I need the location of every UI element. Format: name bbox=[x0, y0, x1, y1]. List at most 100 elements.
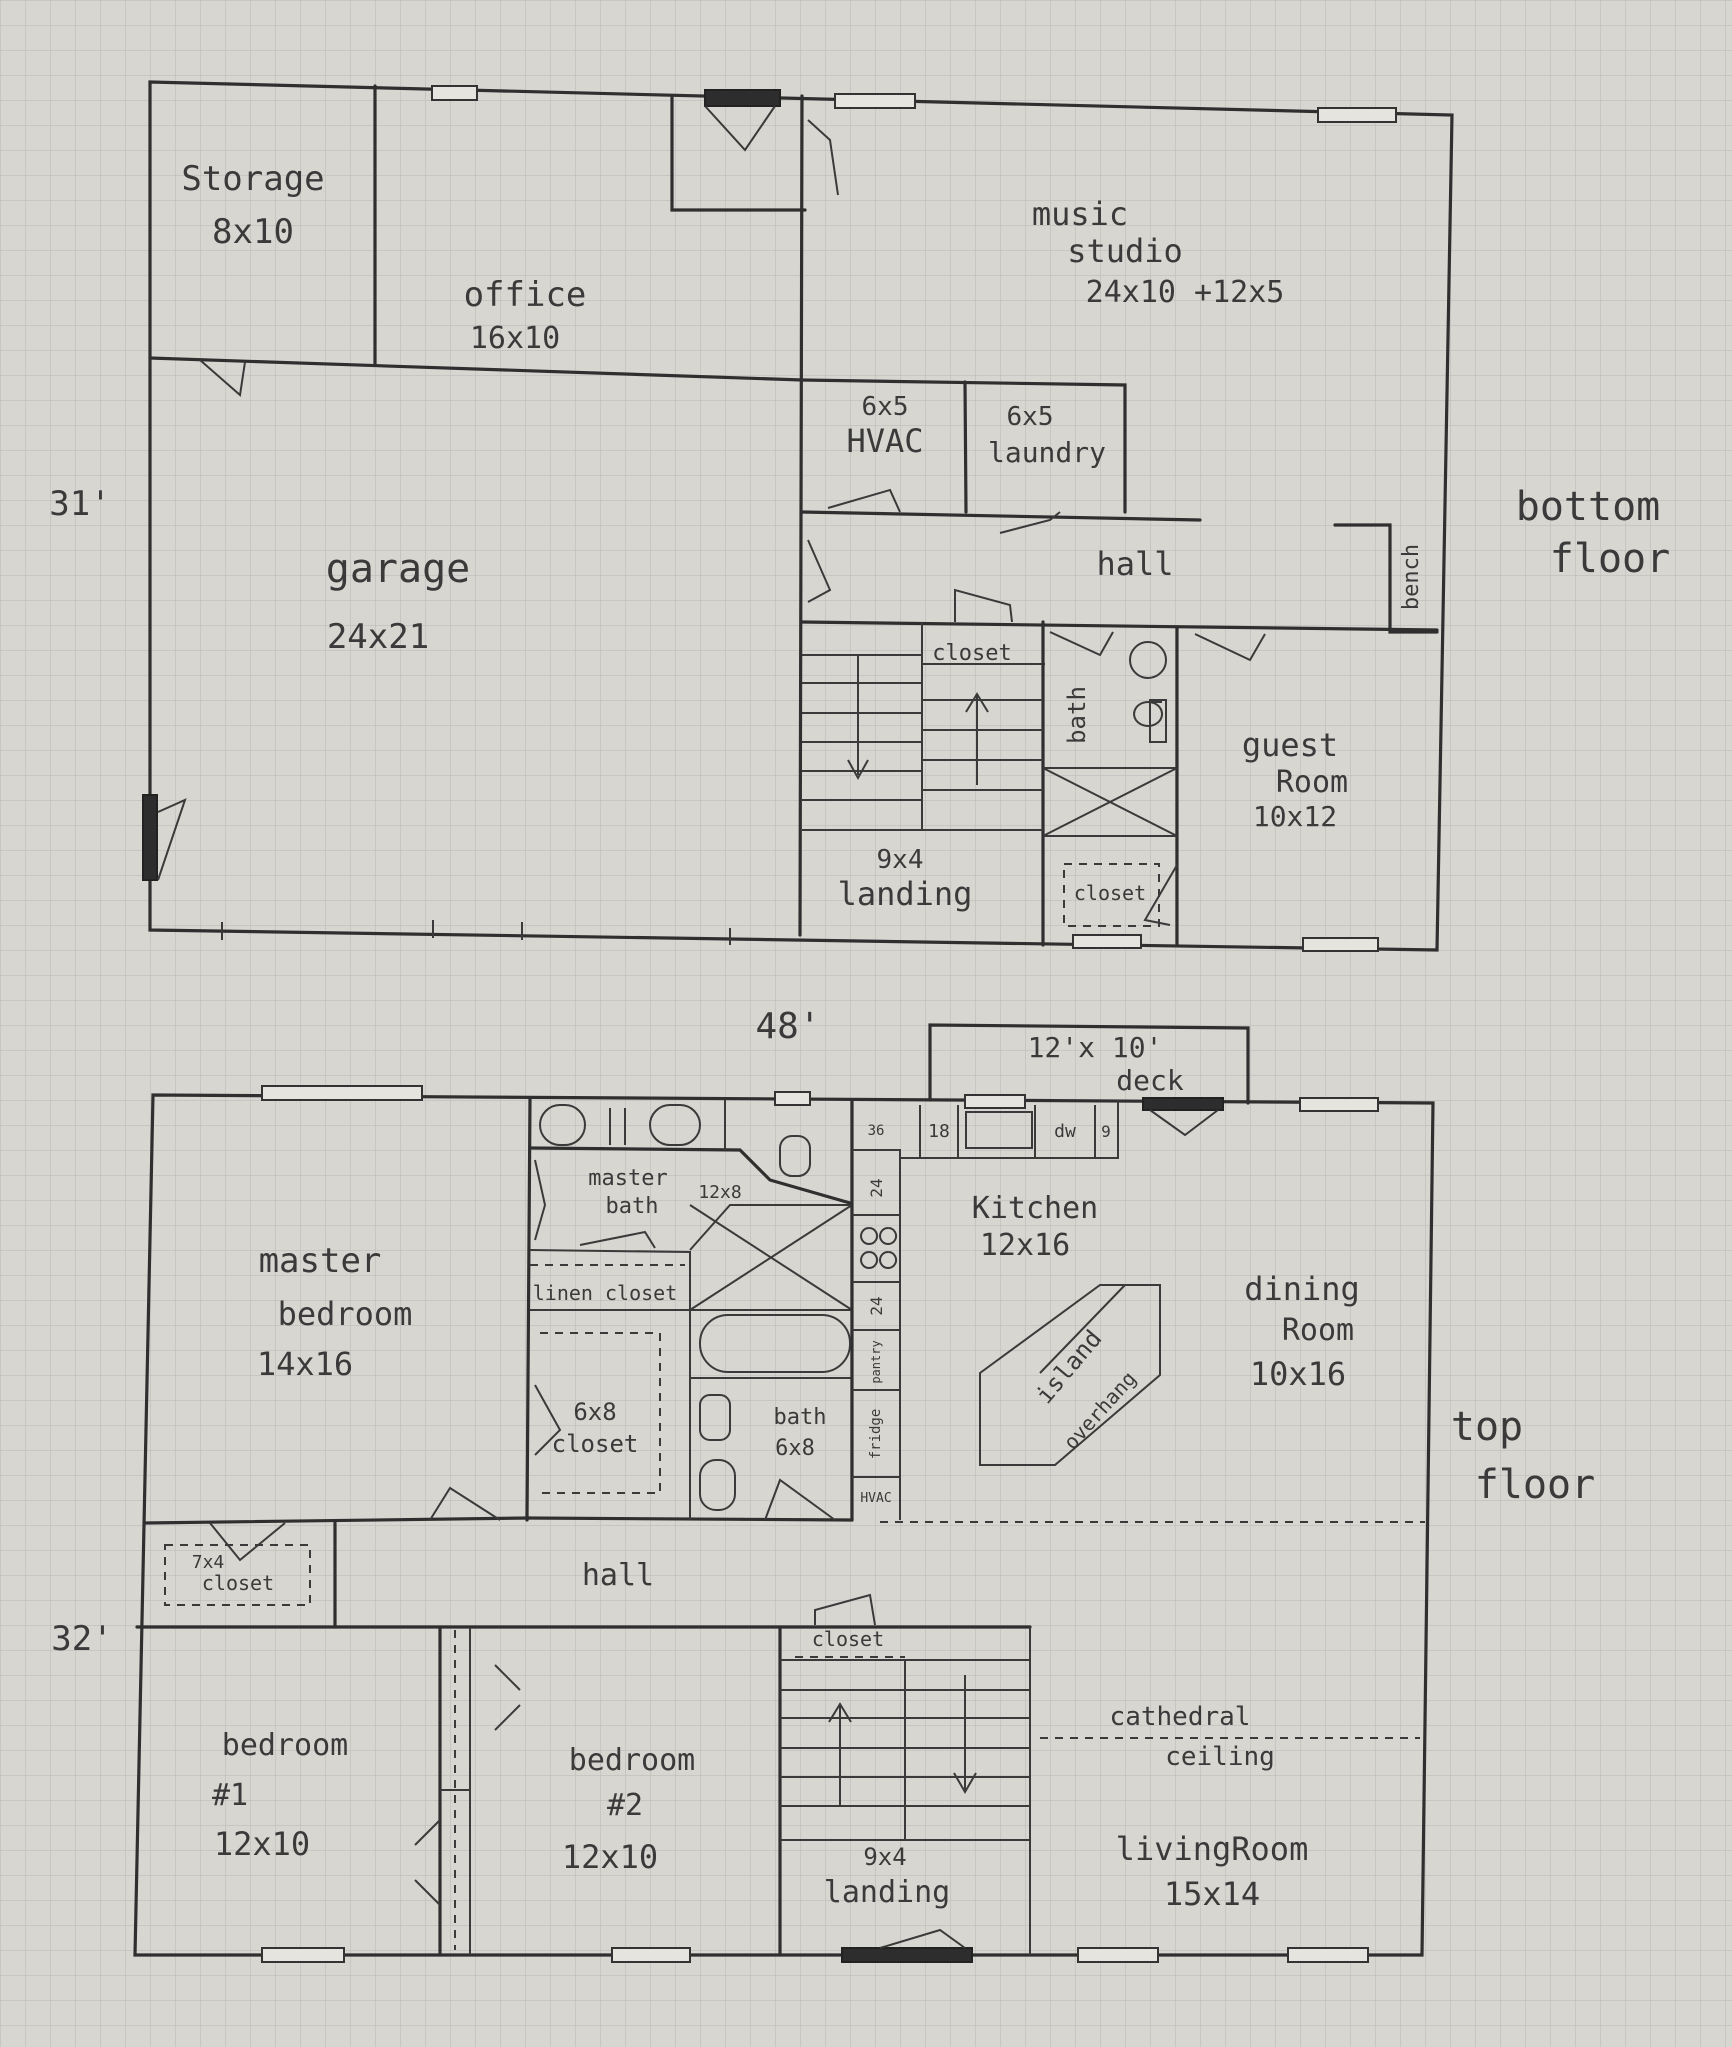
music-label: music bbox=[1032, 195, 1128, 233]
door-swing bbox=[704, 105, 776, 152]
master-bed-east-wall bbox=[525, 1096, 532, 1522]
door-swing bbox=[807, 119, 839, 196]
hvac-size: 6x5 bbox=[862, 392, 909, 422]
dining-size: 10x16 bbox=[1250, 1355, 1346, 1393]
laundry-size: 6x5 bbox=[1007, 402, 1054, 432]
door-swing bbox=[199, 359, 246, 397]
fridge-label: fridge bbox=[868, 1409, 884, 1460]
top-floor-title: top bbox=[1451, 1404, 1523, 1450]
cathedral-label: cathedral bbox=[1110, 1702, 1251, 1732]
master-bed-label-2: bedroom bbox=[278, 1295, 413, 1333]
toilet-fixture bbox=[779, 1135, 811, 1177]
window bbox=[431, 85, 478, 101]
closet-door-swing bbox=[414, 1819, 441, 1906]
master-bath-label-2: bath bbox=[606, 1194, 659, 1219]
dishwasher-label: dw bbox=[1054, 1121, 1076, 1142]
garage-size: 24x21 bbox=[327, 617, 429, 657]
studio-label: studio bbox=[1067, 232, 1183, 270]
window bbox=[1302, 937, 1379, 952]
door-swing bbox=[579, 1230, 656, 1249]
island-overhang-line bbox=[1039, 1284, 1126, 1374]
hvac-laundry-divider bbox=[963, 380, 968, 514]
front-door-mark bbox=[841, 1947, 973, 1963]
door-swing bbox=[534, 1159, 547, 1241]
stair-arrow-up bbox=[965, 692, 989, 785]
counter-9-label: 9 bbox=[1101, 1122, 1111, 1141]
closet-door-swing bbox=[494, 1664, 521, 1731]
linen-closet-label: linen closet bbox=[533, 1281, 678, 1305]
bed1-label: bedroom bbox=[222, 1728, 348, 1763]
door-swing bbox=[999, 511, 1061, 534]
storage-label: Storage bbox=[181, 159, 324, 199]
guest-room-label: Room bbox=[1276, 765, 1348, 800]
hvac-top-label: HVAC bbox=[860, 1491, 891, 1506]
master-bath-label: master bbox=[588, 1166, 667, 1191]
music-size: 24x10 +12x5 bbox=[1086, 275, 1285, 310]
top-depth-dimension: 32' bbox=[51, 1619, 112, 1659]
storage-size: 8x10 bbox=[212, 212, 294, 252]
hvac-label: HVAC bbox=[846, 422, 923, 460]
master-bed-size: 14x16 bbox=[257, 1345, 353, 1383]
dining-room-label: Room bbox=[1282, 1313, 1354, 1348]
door-swing bbox=[157, 798, 187, 881]
toilet-tank bbox=[1149, 699, 1167, 743]
closet-7x4-label: closet bbox=[202, 1571, 274, 1595]
hall-south-wall bbox=[800, 620, 1439, 632]
stair-arrow-down bbox=[953, 1675, 977, 1794]
closet-6x8-label: closet bbox=[552, 1430, 639, 1458]
vanity-lines bbox=[609, 1108, 626, 1145]
washer-circle bbox=[1129, 641, 1167, 679]
counter-36-label: 36 bbox=[868, 1123, 885, 1139]
window bbox=[261, 1947, 345, 1963]
counter-24b-label: 24 bbox=[867, 1296, 886, 1315]
window bbox=[1317, 107, 1397, 123]
landing-label: landing bbox=[838, 875, 973, 913]
door-swing bbox=[827, 488, 901, 513]
guest-size: 10x12 bbox=[1253, 800, 1337, 833]
bed1-number: #1 bbox=[212, 1778, 248, 1813]
garage-door-mark bbox=[142, 794, 158, 881]
master-bath-top-line bbox=[528, 1146, 852, 1205]
office-label: office bbox=[464, 275, 587, 315]
top-landing-label: landing bbox=[824, 1875, 950, 1910]
bath-lines bbox=[690, 1309, 852, 1379]
counter-18-label: 18 bbox=[928, 1121, 950, 1142]
bottom-depth-dimension: 31' bbox=[49, 484, 110, 524]
window bbox=[774, 1091, 811, 1106]
hall-north-wall bbox=[800, 510, 1202, 522]
cooktop-burners bbox=[860, 1227, 897, 1269]
master-bath-size: 12x8 bbox=[698, 1182, 741, 1203]
pantry-label: pantry bbox=[869, 1340, 883, 1383]
closet-6x8-size: 6x8 bbox=[573, 1398, 616, 1426]
office-size: 16x10 bbox=[470, 321, 560, 356]
master-bed-label: master bbox=[259, 1241, 382, 1281]
counter-top-dividers bbox=[919, 1105, 1096, 1158]
window bbox=[611, 1947, 691, 1963]
window bbox=[834, 93, 916, 109]
kitchen-size: 12x16 bbox=[980, 1228, 1070, 1263]
bottom-floor-title: bottom bbox=[1516, 484, 1661, 530]
chimney-mark bbox=[704, 89, 781, 107]
closet-6x8-dashed bbox=[540, 1332, 661, 1494]
wall-tick-marks bbox=[221, 920, 731, 945]
closet-7x4-dashed bbox=[164, 1544, 311, 1606]
sink-basin bbox=[649, 1104, 701, 1146]
garage-east-wall bbox=[798, 94, 804, 937]
door-swing bbox=[807, 539, 832, 603]
closet-label: closet bbox=[932, 641, 1011, 666]
bath-shower-cross bbox=[1042, 767, 1178, 837]
hvac-laundry-top-wall bbox=[800, 378, 1127, 514]
width-dimension: 48' bbox=[755, 1006, 820, 1047]
door-swing bbox=[534, 1384, 562, 1456]
kitchen-label: Kitchen bbox=[972, 1191, 1098, 1226]
window bbox=[1077, 1947, 1159, 1963]
ceiling-label: ceiling bbox=[1165, 1742, 1275, 1772]
bathtub bbox=[699, 1314, 851, 1373]
bottom-outer-wall bbox=[148, 80, 1454, 952]
guest-closet-label: closet bbox=[1074, 881, 1146, 905]
guest-label: guest bbox=[1242, 726, 1338, 764]
closet-7x4-size: 7x4 bbox=[192, 1552, 225, 1573]
door-swing bbox=[429, 1486, 501, 1521]
